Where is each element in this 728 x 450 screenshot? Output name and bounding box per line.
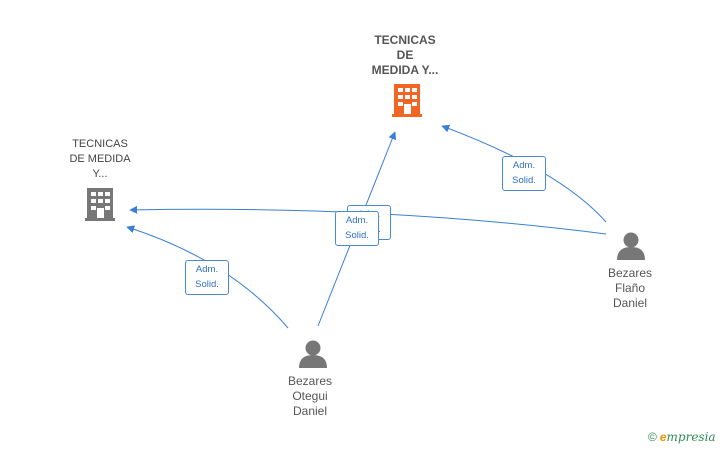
brand-initial: e <box>659 430 667 444</box>
brand-name: mpresia <box>666 430 716 444</box>
copyright-symbol: © <box>648 430 657 444</box>
edge-label: Adm. Solid. <box>502 156 546 191</box>
building-icon[interactable] <box>392 84 422 117</box>
company-secondary-label[interactable]: TECNICAS DE MEDIDA Y... <box>69 138 131 180</box>
person-icon[interactable] <box>299 340 327 369</box>
edge-label: Adm. Solid. <box>335 211 379 246</box>
person-icon[interactable] <box>617 232 645 261</box>
company-main-label[interactable]: TECNICAS DE MEDIDA Y... <box>371 33 439 77</box>
person-right-label[interactable]: Bezares Flaño Daniel <box>607 266 653 310</box>
person-bottom-label[interactable]: Bezares Otegui Daniel <box>287 374 333 418</box>
edge-label: Adm. Solid. <box>185 260 229 295</box>
building-icon[interactable] <box>85 188 115 221</box>
empresia-watermark: ©empresia <box>648 430 716 444</box>
